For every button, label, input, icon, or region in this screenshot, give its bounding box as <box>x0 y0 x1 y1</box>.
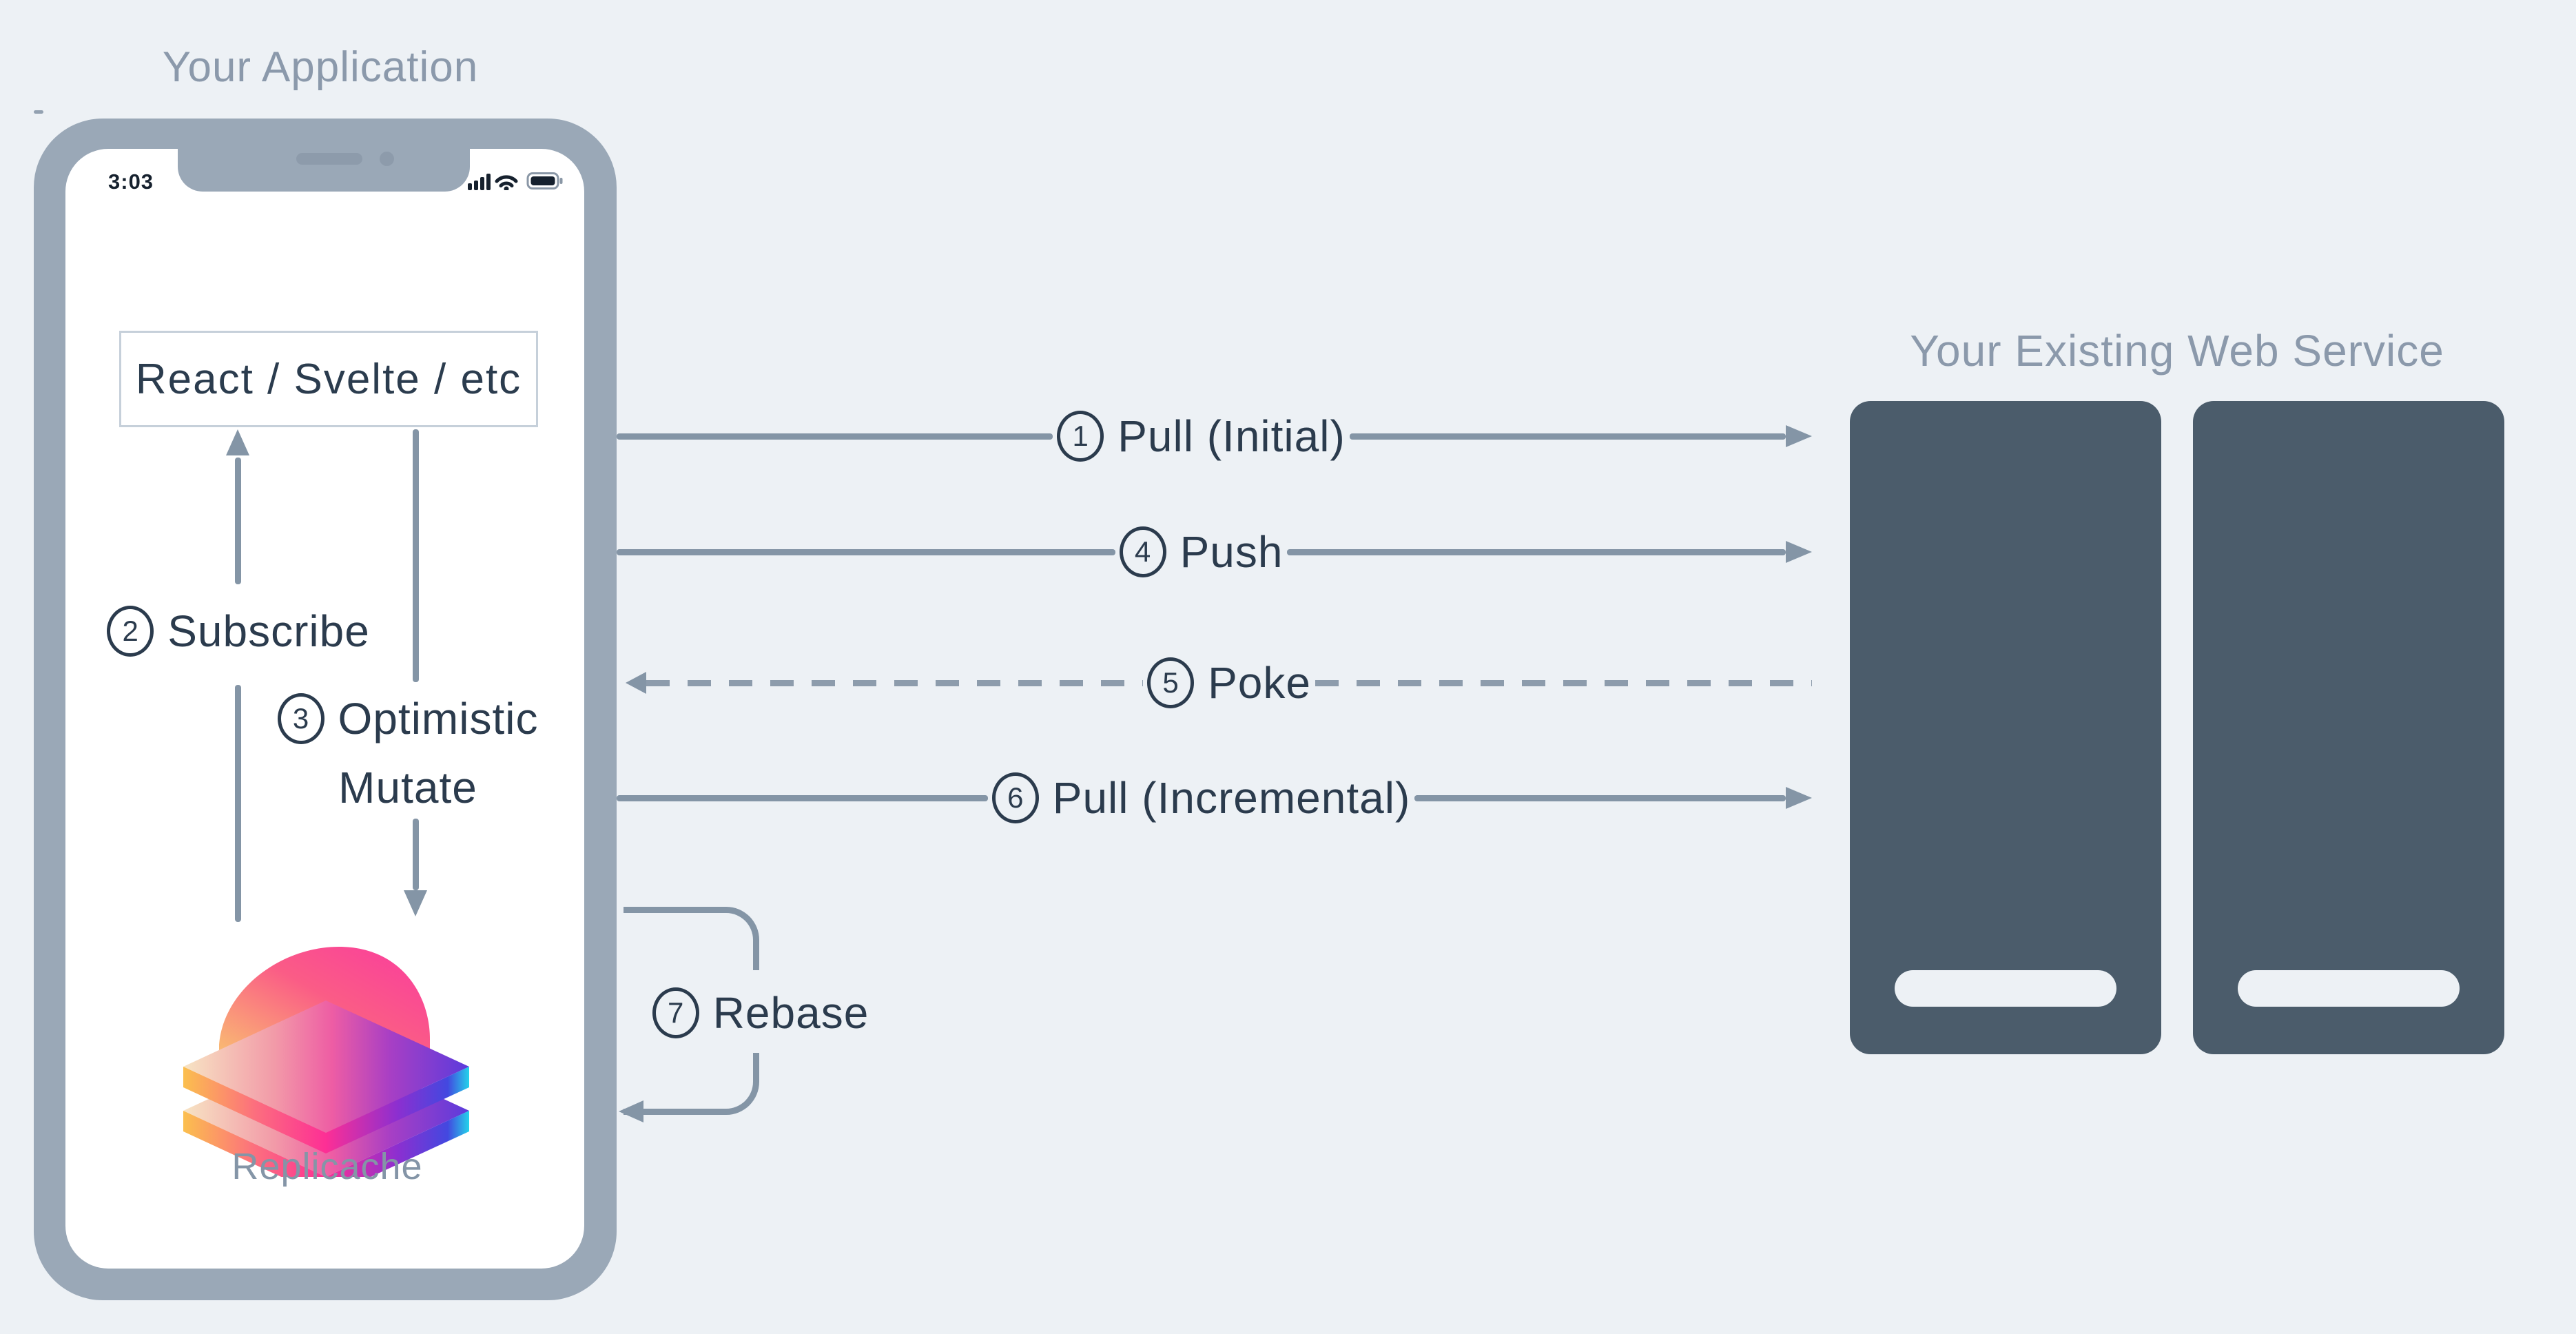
mutate-arrowhead-icon <box>404 890 427 916</box>
flow-line-dashed <box>1315 679 1812 686</box>
arrowhead-left-icon <box>626 672 646 694</box>
mutate-label-line1: 3 Optimistic <box>201 689 615 748</box>
flow-number: 7 <box>652 987 699 1038</box>
arrowhead-right-icon <box>1786 787 1812 809</box>
flow-text: Rebase <box>712 988 869 1038</box>
flow-number: 5 <box>1147 657 1195 708</box>
speaker-grille-icon <box>296 153 362 165</box>
service-panel-title: Your Existing Web Service <box>1910 326 2444 376</box>
flow-label: 6 Pull (Incremental) <box>991 772 1411 823</box>
rebase-loop-top <box>624 907 759 970</box>
server-slot <box>2238 1297 2460 1334</box>
flow-text: Pull (Incremental) <box>1052 773 1411 823</box>
flow-text: Push <box>1179 527 1284 577</box>
flow-number: 3 <box>277 693 324 744</box>
flow-label: 1 Pull (Initial) <box>1057 411 1346 462</box>
server-slot <box>1895 970 2116 1007</box>
subscribe-line <box>235 685 241 922</box>
flow-number: 6 <box>991 772 1039 823</box>
flow-line <box>1287 548 1786 555</box>
mutate-label-line2: Mutate <box>201 758 615 817</box>
replicache-logo-icon <box>183 947 469 1177</box>
server-slot <box>2238 970 2460 1007</box>
logo-caption: Replicache <box>231 1146 423 1187</box>
camera-icon <box>380 152 394 166</box>
flow-line-dashed <box>646 679 1144 686</box>
subscribe-label: 2 Subscribe <box>32 600 445 662</box>
flow-text: Optimistic <box>338 694 539 743</box>
status-time: 3:03 <box>108 170 154 194</box>
flow-text: Pull (Initial) <box>1117 411 1346 461</box>
flow-text: Subscribe <box>167 606 370 656</box>
server-slot <box>1895 1137 2116 1173</box>
signal-icon <box>468 174 491 190</box>
server-rack <box>1850 401 2161 1334</box>
subscribe-arrowhead-icon <box>226 429 249 455</box>
ui-framework-box: React / Svelte / etc <box>119 331 538 427</box>
app-panel-title: Your Application <box>162 43 479 91</box>
flow-label: 5 Poke <box>1147 657 1311 708</box>
flow-line <box>1414 794 1786 801</box>
flow-line <box>617 433 1053 440</box>
flow-line <box>1349 433 1786 440</box>
rebase-label: 7 Rebase <box>554 982 967 1044</box>
mutate-line <box>413 429 419 682</box>
flow-number: 4 <box>1119 526 1166 577</box>
battery-icon <box>526 172 563 189</box>
flow-poke: 5 Poke <box>626 652 1812 714</box>
ui-framework-label: React / Svelte / etc <box>135 355 522 403</box>
server-slot <box>1895 1297 2116 1334</box>
stray-dash <box>34 110 43 114</box>
status-icons <box>468 172 563 190</box>
arrowhead-right-icon <box>1786 541 1812 563</box>
subscribe-line <box>235 458 241 584</box>
rebase-loop-bottom <box>624 1053 759 1115</box>
flow-number: 1 <box>1057 411 1104 462</box>
server-slot <box>2238 1137 2460 1173</box>
flow-line <box>617 794 988 801</box>
flow-line <box>617 548 1115 555</box>
flow-text: Mutate <box>338 763 477 812</box>
flow-pull-initial: 1 Pull (Initial) <box>617 405 1812 467</box>
flow-text: Poke <box>1208 658 1311 708</box>
flow-push: 4 Push <box>617 521 1812 583</box>
flow-label: 4 Push <box>1119 526 1284 577</box>
wifi-icon <box>495 175 518 190</box>
server-rack <box>2193 401 2504 1334</box>
mutate-line <box>413 819 419 890</box>
arrowhead-right-icon <box>1786 425 1812 447</box>
rebase-arrowhead-icon <box>619 1100 643 1122</box>
flow-number: 2 <box>107 606 154 657</box>
flow-pull-incremental: 6 Pull (Incremental) <box>617 767 1812 829</box>
